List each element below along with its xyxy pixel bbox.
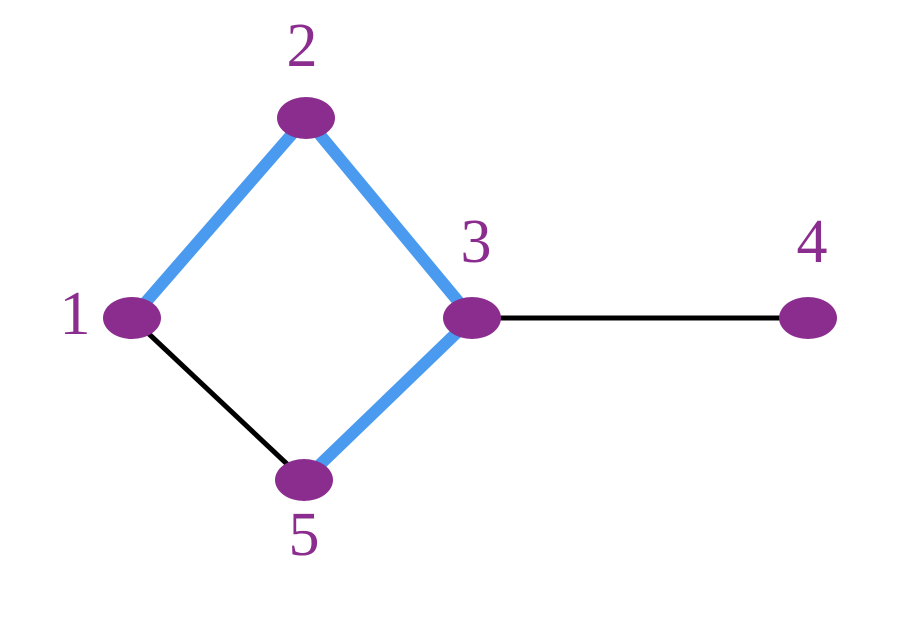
labels-layer: 1 2 3 4 5	[60, 12, 828, 569]
graph-edge-1-2	[127, 114, 311, 322]
graph-node-4[interactable]	[779, 297, 837, 339]
graph-node-1[interactable]	[103, 297, 161, 339]
graph-edge-3-5	[299, 313, 477, 485]
graph-node-3[interactable]	[443, 297, 501, 339]
graph-edge-1-5	[130, 316, 306, 482]
graph-node-label-4: 4	[797, 208, 828, 276]
edges-layer	[127, 114, 808, 485]
graph-node-5[interactable]	[275, 459, 333, 501]
graph-edge-2-3	[301, 114, 477, 322]
graph-node-2[interactable]	[277, 97, 335, 139]
graph-node-label-5: 5	[289, 501, 320, 569]
nodes-layer	[103, 97, 837, 501]
graph-node-label-2: 2	[287, 12, 318, 80]
graph-node-label-1: 1	[60, 280, 91, 348]
graph-node-label-3: 3	[461, 208, 492, 276]
